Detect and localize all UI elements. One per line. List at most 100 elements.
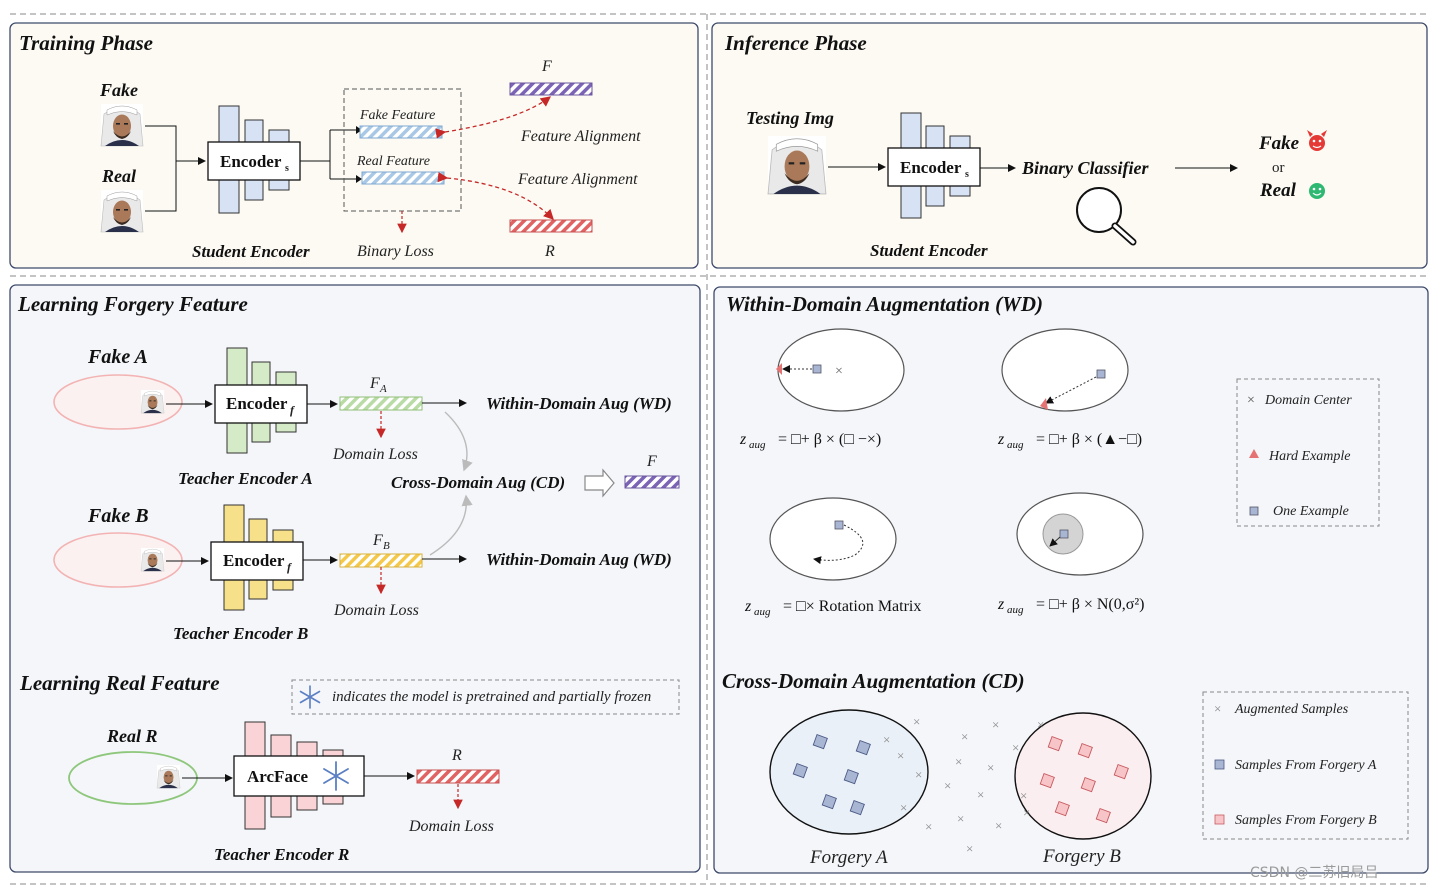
wd-legend-0: Domain Center: [1264, 393, 1352, 408]
training-f-label: F: [541, 58, 552, 75]
training-title: Training Phase: [19, 31, 153, 55]
svg-text:aug: aug: [1007, 439, 1024, 451]
inference-fake-label: Fake: [1258, 133, 1300, 154]
svg-text:×: ×: [1012, 740, 1019, 755]
inference-encoder-label: Encoder: [900, 158, 962, 177]
training-encoder-label: Encoder: [220, 152, 282, 171]
wd-title: Within-Domain Augmentation (WD): [726, 292, 1043, 316]
teacher-encoder-a-caption: Teacher Encoder A: [178, 469, 313, 488]
cd-legend-1: Samples From Forgery A: [1235, 758, 1377, 773]
domain-loss-b: Domain Loss: [333, 602, 419, 619]
magnifier-icon: [1076, 187, 1137, 246]
teacher-encoder-a-blocks: Encoder f: [214, 347, 308, 454]
svg-text:×: ×: [1037, 717, 1044, 732]
hollow-arrow-icon: [584, 468, 615, 498]
svg-text:×: ×: [957, 811, 964, 826]
fake-label: Fake: [99, 80, 138, 100]
teacher-encoder-r-blocks: ArcFace: [233, 721, 365, 830]
fa-label: F: [369, 375, 380, 392]
real-r-feature-label: R: [451, 747, 462, 764]
teacher-encoder-b-caption: Teacher Encoder B: [173, 624, 308, 643]
svg-text:×: ×: [835, 364, 843, 379]
fake-b-ellipse: [53, 532, 183, 588]
cd-legend-box: [1202, 691, 1409, 840]
encoder-b-label: Encoder: [223, 551, 285, 570]
fake-a-ellipse: [53, 374, 183, 430]
testing-img-label: Testing Img: [746, 108, 834, 128]
cd-f-label: F: [646, 453, 657, 470]
svg-text:×: ×: [1020, 788, 1027, 803]
svg-text:×: ×: [955, 754, 962, 769]
fake-face-image: [100, 103, 144, 147]
wd-formula-4: = □+ β × N(0,σ²): [1036, 596, 1145, 613]
feature-alignment-1: Feature Alignment: [520, 128, 641, 145]
wd-legend-box: [1236, 378, 1380, 527]
devil-icon: [1307, 130, 1327, 151]
svg-text:f: f: [290, 403, 295, 417]
svg-text:aug: aug: [1007, 604, 1024, 616]
inference-encoder-blocks: Encoder s: [887, 112, 981, 219]
frozen-note: indicates the model is pretrained and pa…: [332, 689, 651, 705]
real-face-image: [100, 189, 144, 233]
inference-phase-panel: Inference Phase Testing Img Encoder s St…: [711, 22, 1428, 269]
svg-text:×: ×: [1247, 393, 1255, 408]
encoder-a-label: Encoder: [226, 394, 288, 413]
real-feature-label: Real Feature: [356, 154, 430, 169]
wd-legend-1: Hard Example: [1268, 449, 1351, 464]
inference-real-label: Real: [1259, 180, 1297, 201]
real-feature-bar: [361, 171, 445, 185]
svg-text:×: ×: [961, 729, 968, 744]
cd-legend-2: Samples From Forgery B: [1235, 813, 1377, 828]
forgery-b-label: Forgery B: [1042, 846, 1121, 867]
forgery-b-ellipse: [1014, 712, 1152, 840]
svg-text:×: ×: [897, 748, 904, 763]
real-r-bar: [416, 769, 500, 784]
svg-text:aug: aug: [754, 606, 771, 618]
fake-b-label: Fake B: [87, 505, 149, 527]
training-phase-panel: Training Phase Fake Real Encoder s Stude…: [9, 22, 699, 269]
svg-text:×: ×: [1214, 701, 1221, 716]
inference-title: Inference Phase: [724, 31, 867, 55]
svg-text:×: ×: [944, 778, 951, 793]
learning-feature-panel: Learning Forgery Feature Fake A Encoder …: [9, 284, 701, 873]
wd-label-a: Within-Domain Aug (WD): [486, 394, 672, 413]
svg-text:B: B: [383, 540, 390, 552]
domain-loss-r: Domain Loss: [408, 818, 494, 835]
svg-text:×: ×: [966, 841, 973, 856]
augmentation-panel: Within-Domain Augmentation (WD) × z aug …: [713, 286, 1429, 874]
teacher-encoder-r-caption: Teacher Encoder R: [214, 845, 349, 864]
z-aug-3: z: [744, 598, 752, 615]
binary-loss-label: Binary Loss: [357, 243, 434, 260]
real-r-label: Real R: [106, 726, 158, 746]
svg-text:×: ×: [1023, 805, 1030, 820]
testing-face-image: [767, 135, 827, 195]
binary-classifier-label: Binary Classifier: [1021, 158, 1150, 178]
svg-text:aug: aug: [749, 439, 766, 451]
wd-label-b: Within-Domain Aug (WD): [486, 550, 672, 569]
snowflake-icon: [299, 685, 321, 709]
fake-a-label: Fake A: [87, 346, 148, 368]
z-aug-2: z: [997, 431, 1005, 448]
inference-encoder-caption: Student Encoder: [870, 241, 988, 260]
training-r-label: R: [544, 243, 555, 260]
smile-icon: [1309, 183, 1325, 199]
arcface-snowflake-icon: [323, 761, 349, 791]
watermark: CSDN @二苏旧局吕: [1250, 865, 1378, 881]
z-aug-4: z: [997, 596, 1005, 613]
svg-text:×: ×: [900, 800, 907, 815]
cd-label: Cross-Domain Aug (CD): [391, 473, 565, 492]
svg-text:A: A: [379, 383, 387, 395]
wd-formula-2: = □+ β × (▲−□): [1036, 431, 1142, 448]
training-f-bar: [509, 82, 593, 96]
fb-label: F: [372, 532, 383, 549]
svg-text:×: ×: [915, 767, 922, 782]
forgery-title: Learning Forgery Feature: [17, 292, 248, 316]
training-encoder-caption: Student Encoder: [192, 242, 310, 261]
fake-feature-label: Fake Feature: [359, 108, 435, 123]
real-label: Real: [101, 166, 136, 186]
teacher-encoder-b-blocks: Encoder f: [210, 504, 304, 611]
svg-text:×: ×: [925, 819, 932, 834]
student-encoder-blocks: Encoder s: [207, 105, 301, 214]
real-feature-title: Learning Real Feature: [19, 671, 220, 695]
